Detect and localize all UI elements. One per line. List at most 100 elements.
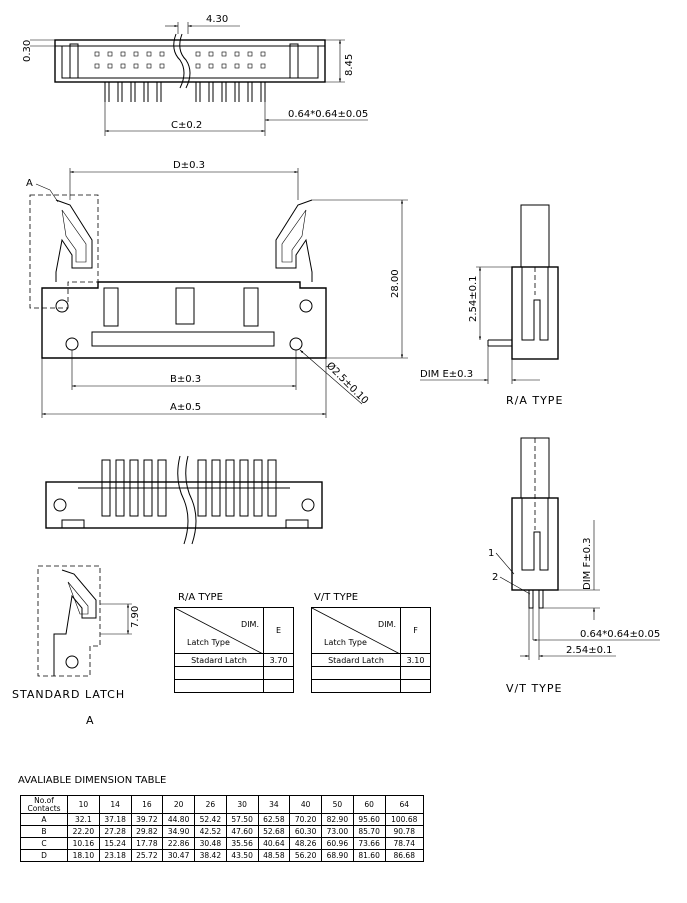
table-cell: 44.80 (162, 813, 195, 826)
ra-row-label: Stadard Latch (174, 653, 264, 667)
table-cell: 48.58 (257, 849, 291, 862)
table-cell: 52.42 (194, 813, 227, 826)
column-header: 60 (352, 795, 386, 814)
row-label: D (20, 849, 68, 862)
table-cell: 70.20 (289, 813, 322, 826)
vt-row-value: 3.10 (400, 653, 431, 667)
top-height-dim: 8.45 (344, 54, 355, 76)
table-cell: 39.72 (130, 813, 164, 826)
ra-table-title: R/A TYPE (178, 592, 223, 603)
table-row: A 32.1 37.18 39.72 44.80 52.42 57.50 62.… (20, 813, 424, 826)
vt-title: V/T TYPE (506, 682, 562, 695)
table-cell: 22.20 (67, 825, 100, 838)
table-cell: 95.60 (352, 813, 386, 826)
table-cell: 57.50 (225, 813, 259, 826)
mount-hole-tr (299, 299, 313, 313)
mount-hole-bl (65, 337, 79, 351)
ra-title: R/A TYPE (506, 394, 563, 407)
bottom-view (45, 455, 323, 545)
column-header: 34 (257, 795, 291, 814)
table-cell: 32.1 (67, 813, 100, 826)
table-cell: 90.78 (384, 825, 424, 838)
top-thickness-dim: 0.30 (22, 40, 33, 62)
table-cell: 82.90 (321, 813, 354, 826)
table-cell: 52.68 (257, 825, 291, 838)
table-cell: 30.48 (194, 837, 227, 850)
latch-title: STANDARD LATCH (12, 688, 125, 701)
table-row: C 10.16 15.24 17.78 22.86 30.48 35.56 40… (20, 837, 424, 850)
top-width-dim: 4.30 (206, 14, 228, 25)
table-cell: 23.18 (98, 849, 132, 862)
vt-callout-1: 1 (488, 548, 494, 559)
column-header: 64 (384, 795, 424, 814)
column-header: 26 (194, 795, 227, 814)
table-cell: 27.28 (98, 825, 132, 838)
vt-row-label: Stadard Latch (311, 653, 401, 667)
column-header: 30 (225, 795, 259, 814)
ra-side-view: 2.54±0.1 DIM E±0.3 R/A TYPE (420, 204, 563, 407)
vt-pitch-dim: 2.54±0.1 (566, 645, 613, 656)
latch-dim: 7.90 (130, 606, 141, 628)
table-cell: 38.42 (194, 849, 227, 862)
table-cell: 60.96 (321, 837, 354, 850)
table-cell: 42.52 (194, 825, 227, 838)
front-b-dim: B±0.3 (170, 374, 201, 385)
vt-col-f: F (400, 607, 431, 654)
table-cell: 29.82 (130, 825, 164, 838)
dimension-table-title: AVALIABLE DIMENSION TABLE (18, 775, 166, 786)
row-label: A (20, 813, 68, 826)
ra-pitch-dim: 2.54±0.1 (468, 275, 479, 322)
column-header: 16 (130, 795, 164, 814)
column-header: 50 (321, 795, 354, 814)
table-cell: 56.20 (289, 849, 322, 862)
table-cell: 60.30 (289, 825, 322, 838)
top-view: 4.30 0.30 8.45 C±0.2 0.64*0.64±0.05 (22, 14, 368, 136)
table-row: B 22.20 27.28 29.82 34.90 42.52 47.60 52… (20, 825, 424, 838)
table-row: D 18.10 23.18 25.72 30.47 38.42 43.50 48… (20, 849, 424, 862)
front-d-dim: D±0.3 (173, 160, 205, 171)
front-height-dim: 28.00 (390, 269, 401, 298)
vt-table-title: V/T TYPE (314, 592, 358, 603)
table-cell: 81.60 (352, 849, 386, 862)
vt-f-dim: DIM F±0.3 (582, 538, 593, 591)
front-view: A D±0.3 28.00 (26, 160, 408, 418)
table-cell: 86.68 (384, 849, 424, 862)
latch-sub: A (86, 714, 95, 727)
table-cell: 85.70 (352, 825, 386, 838)
top-pin-dim: 0.64*0.64±0.05 (288, 109, 368, 120)
table-cell: 22.86 (162, 837, 195, 850)
vt-latch-type-label: Latch Type (324, 638, 367, 647)
vt-pin-dim: 0.64*0.64±0.05 (580, 629, 660, 640)
ra-col-e: E (263, 607, 294, 654)
mount-hole-tl (55, 299, 69, 313)
pin-holes (94, 51, 266, 69)
table-cell: 68.90 (321, 849, 354, 862)
column-header: 20 (162, 795, 195, 814)
table-cell: 73.00 (321, 825, 354, 838)
vt-callout-2: 2 (492, 572, 498, 583)
latch-detail: 7.90 STANDARD LATCH A (12, 565, 141, 727)
table-cell: 35.56 (225, 837, 259, 850)
table-cell: 37.18 (98, 813, 132, 826)
table-cell: 100.68 (384, 813, 424, 826)
ra-dim-label: DIM. (241, 620, 259, 629)
column-header: 14 (98, 795, 132, 814)
table-cell: 10.16 (67, 837, 100, 850)
vt-side-view: 1 2 DIM F±0.3 0.64*0.64±0.05 2.54±0.1 V/… (488, 437, 660, 695)
table-cell: 40.64 (257, 837, 291, 850)
table-cell: 78.74 (384, 837, 424, 850)
table-cell: 15.24 (98, 837, 132, 850)
top-pins (104, 82, 266, 102)
table-cell: 30.47 (162, 849, 195, 862)
table-cell: 18.10 (67, 849, 100, 862)
latch-callout-label: A (26, 178, 33, 189)
front-hole-dim: Ø2.5±0.10 (324, 360, 371, 407)
table-cell: 25.72 (130, 849, 164, 862)
table-cell: 73.66 (352, 837, 386, 850)
row-label: C (20, 837, 68, 850)
table-cell: 47.60 (225, 825, 259, 838)
